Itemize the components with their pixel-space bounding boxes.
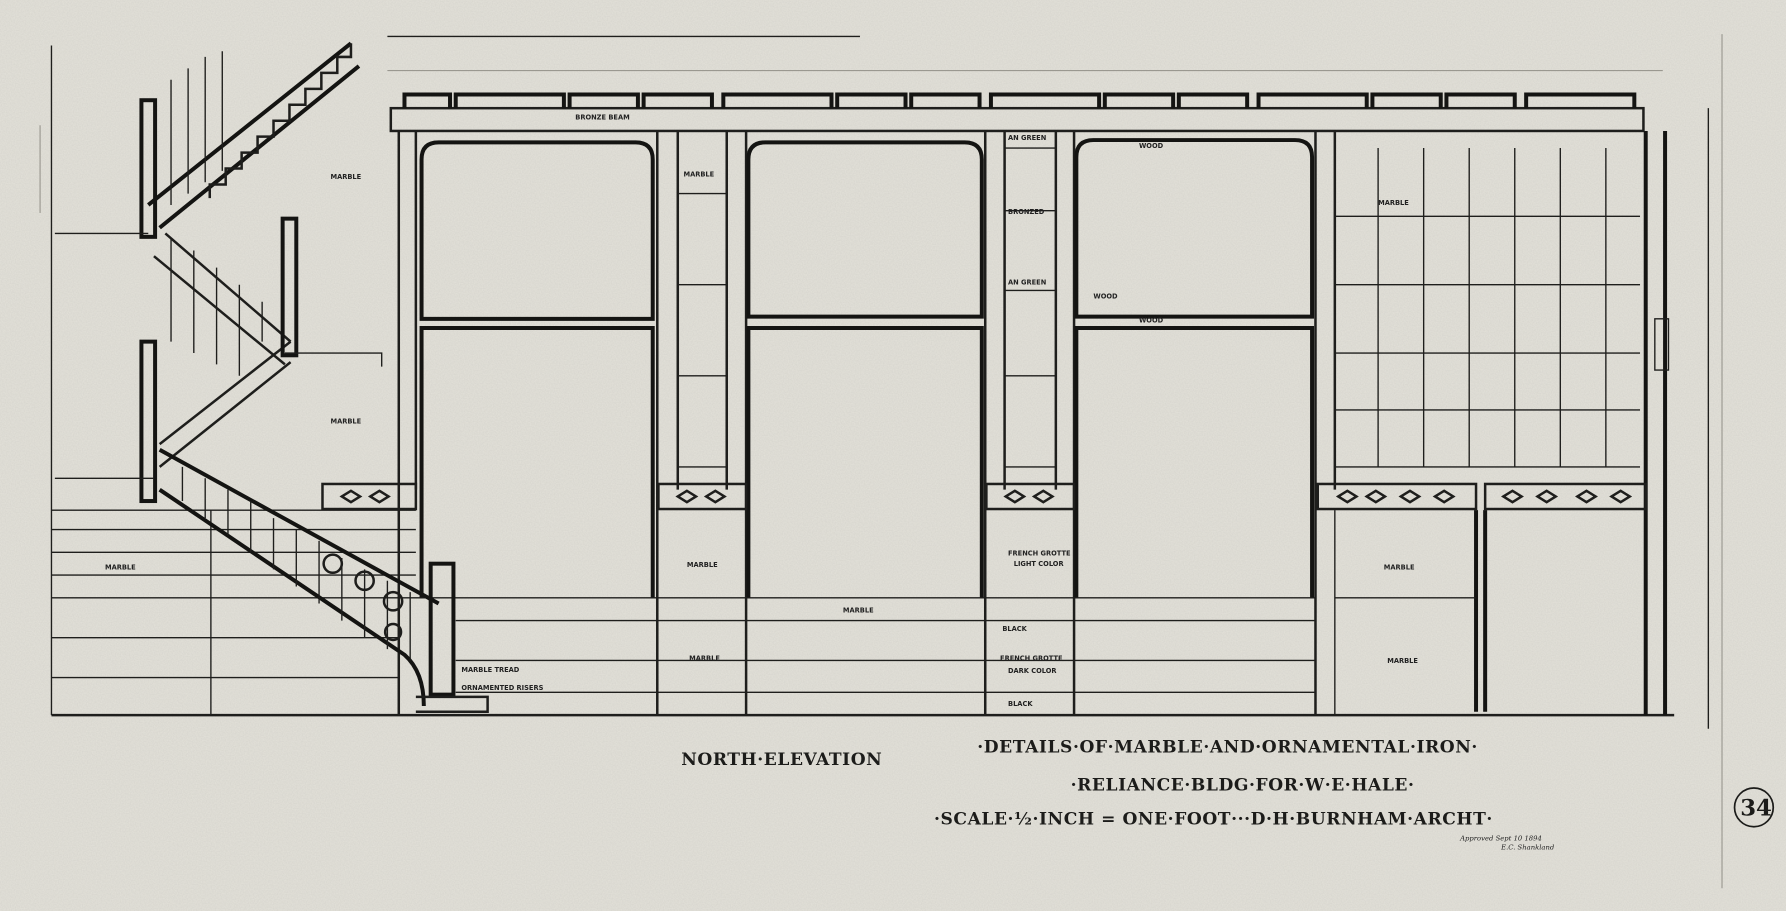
label-bronzed: BRONZED [1008,207,1045,216]
ornamental-frieze [321,482,1647,511]
base-courses [51,509,1477,716]
drawing-title-line1: ·DETAILS·OF·MARBLE·AND·ORNAMENTAL·IRON· [977,738,1478,758]
approval-note: Approved Sept 10 1894 [1459,834,1542,842]
label-french-dark: FRENCH GROTTE [1000,653,1063,662]
label-marble: MARBLE [1387,656,1418,665]
label-marble: MARBLE [330,172,361,181]
label-wood: WOOD [1139,315,1164,324]
label-green: AN GREEN [1008,133,1046,142]
label-marble: MARBLE [687,560,718,569]
drawing-title-line2: ·RELIANCE·BLDG·FOR·W·E·HALE· [1071,775,1415,795]
material-labels: BRONZE BEAM MARBLE MARBLE MARBLE MARBLE … [105,113,1418,708]
label-green: AN GREEN [1008,278,1046,287]
label-ornamented-risers: ORNAMENTED RISERS [461,683,543,692]
staircase [54,41,489,713]
drawing-title-line3: ·SCALE·½·INCH = ONE·FOOT···D·H·BURNHAM·A… [934,809,1493,829]
label-wood: WOOD [1093,291,1118,300]
cornice [389,92,1645,133]
label-marble: MARBLE [330,417,361,426]
label-marble: MARBLE [683,170,714,179]
label-marble: MARBLE [105,562,136,571]
sheet-number: 34 [1740,795,1772,821]
marble-panels [419,138,1670,598]
label-black: BLACK [1002,624,1027,633]
frame-lines [39,34,1723,889]
view-title: NORTH·ELEVATION [681,750,882,770]
label-wood: WOOD [1139,141,1164,150]
label-french-dark-color: DARK COLOR [1008,666,1057,675]
label-bronze-beam: BRONZE BEAM [575,113,629,122]
label-marble-tread: MARBLE TREAD [461,665,519,674]
sheet-number-circle [1733,787,1775,828]
label-marble: MARBLE [843,606,874,615]
label-black: BLACK [1008,699,1033,708]
label-marble: MARBLE [689,653,720,662]
label-french-light: FRENCH GROTTE [1008,549,1071,558]
title-block: NORTH·ELEVATION ·DETAILS·OF·MARBLE·AND·O… [681,738,1775,852]
approval-signature: E.C. Shankland [1500,844,1555,852]
label-french-light-color: LIGHT COLOR [1014,559,1064,568]
piers [397,130,1668,716]
label-marble: MARBLE [1384,562,1415,571]
label-marble: MARBLE [1378,198,1409,207]
